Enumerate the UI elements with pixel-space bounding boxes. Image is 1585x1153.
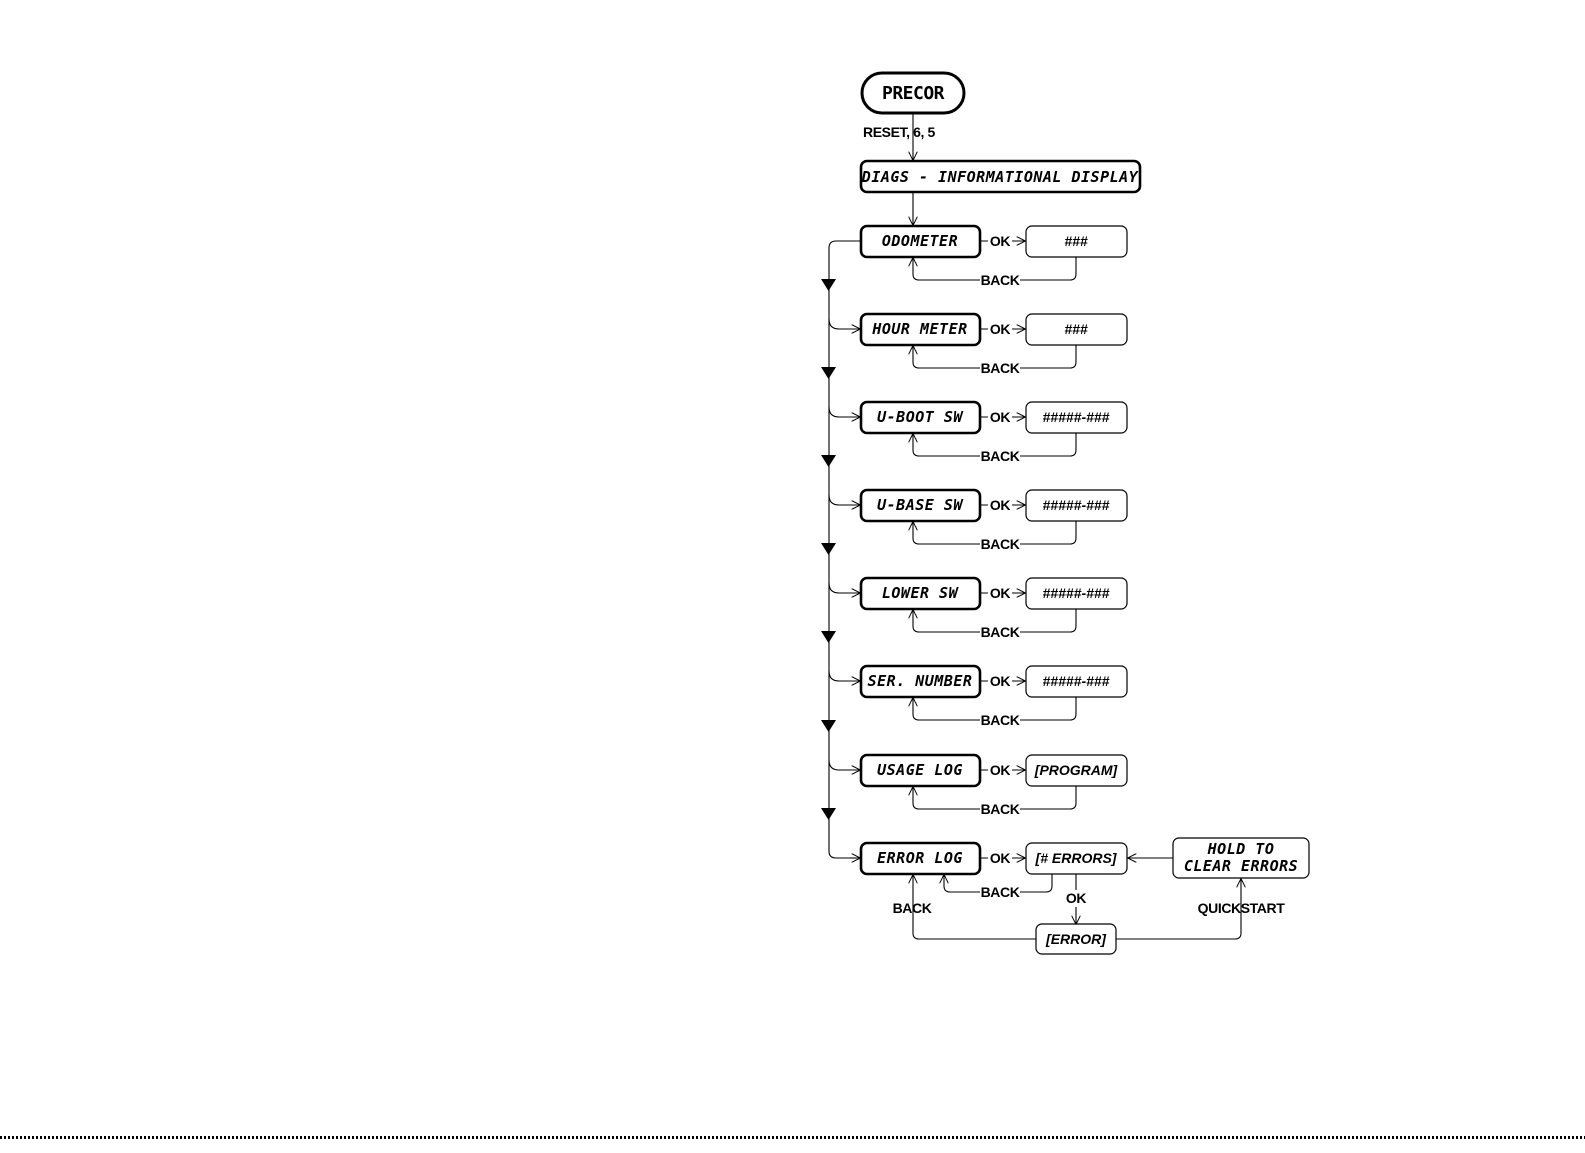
ok-label-bg — [988, 320, 1012, 337]
inner-back-label: BACK — [981, 884, 1020, 900]
ok-label: OK — [990, 762, 1010, 778]
value-text: [PROGRAM] — [1034, 762, 1119, 778]
hold-to-clear-line2: CLEAR ERRORS — [1184, 857, 1298, 875]
ok-down-label-bg — [1062, 890, 1090, 907]
entry-label: RESET, 6, 5 — [863, 124, 935, 140]
row-5: SER. NUMBER OK #####-### BACK — [821, 664, 1128, 732]
value-text: #####-### — [1043, 673, 1110, 689]
ok-label-bg — [988, 496, 1012, 513]
row-4: LOWER SW OK #####-### BACK — [821, 576, 1128, 643]
back-label-bg — [980, 801, 1020, 817]
ok-label: OK — [990, 233, 1010, 249]
back-label: BACK — [981, 712, 1020, 728]
back-label: BACK — [981, 624, 1020, 640]
hold-to-clear-line1: HOLD TO — [1207, 840, 1275, 858]
value-text: #####-### — [1043, 585, 1110, 601]
menu-spine — [828, 240, 861, 859]
back-label: BACK — [981, 360, 1020, 376]
quickstart-label: QUICKSTART — [1198, 900, 1286, 916]
back-label-bg — [980, 712, 1020, 728]
back-label: BACK — [981, 272, 1020, 288]
outer-back-label: BACK — [893, 900, 932, 916]
bottom-edge-line — [0, 1136, 1585, 1139]
value-text: #####-### — [1043, 409, 1110, 425]
spine-down-triangle — [821, 279, 836, 291]
spine-down-triangle — [821, 455, 836, 467]
row-1: HOUR METER OK ### BACK — [821, 312, 1128, 379]
title-box — [859, 159, 1142, 194]
back-label: BACK — [981, 536, 1020, 552]
row-6: USAGE LOG OK [PROGRAM] BACK — [821, 753, 1128, 820]
menu-item-label: U-BOOT SW — [877, 408, 964, 426]
back-label: BACK — [981, 448, 1020, 464]
back-label-bg — [980, 360, 1020, 376]
row-3: U-BASE SW OK #####-### BACK — [821, 488, 1128, 555]
ok-label-bg — [988, 584, 1012, 601]
row-0: ODOMETER OK ### BACK — [821, 224, 1128, 291]
spine-branch-arrow — [828, 759, 860, 770]
spine-down-triangle — [821, 808, 836, 820]
start-node-label: PRECOR — [882, 83, 945, 104]
ok-label: OK — [990, 409, 1010, 425]
ok-label-bg — [988, 672, 1012, 689]
ok-label-bg — [988, 408, 1012, 425]
menu-item-label: U-BASE SW — [877, 496, 964, 514]
back-label-bg — [980, 448, 1020, 464]
spine-branch-arrow — [828, 318, 860, 329]
back-label-bg — [980, 272, 1020, 288]
spine-branch-arrow — [828, 582, 860, 593]
ok-label-bg — [988, 849, 1012, 866]
back-label: BACK — [981, 801, 1020, 817]
ok-label: OK — [990, 673, 1010, 689]
back-label-bg — [980, 624, 1020, 640]
row-2: U-BOOT SW OK #####-### BACK — [821, 400, 1128, 467]
ok-label-bg — [988, 232, 1012, 249]
spine-down-triangle — [821, 720, 836, 732]
menu-item-label: ODOMETER — [882, 232, 958, 250]
inner-back-label-bg — [980, 884, 1020, 900]
value-text: #####-### — [1043, 497, 1110, 513]
ok-label: OK — [990, 585, 1010, 601]
ok-label-bg — [988, 761, 1012, 778]
value-text: ### — [1064, 321, 1088, 337]
ok-label: OK — [990, 321, 1010, 337]
value-text: ### — [1064, 233, 1088, 249]
ok-down-label: OK — [1066, 890, 1086, 906]
back-label-bg — [980, 536, 1020, 552]
spine-branch-arrow — [828, 670, 860, 681]
menu-item-label: HOUR METER — [871, 320, 967, 338]
menu-item-label: SER. NUMBER — [868, 672, 973, 690]
spine-branch-arrow — [828, 494, 860, 505]
start-node — [860, 71, 966, 115]
menu-item-label: LOWER SW — [882, 584, 960, 602]
ok-label: OK — [990, 497, 1010, 513]
outer-back-path — [913, 875, 1036, 940]
error-box-text: [ERROR] — [1045, 931, 1107, 947]
menu-item-label: USAGE LOG — [877, 761, 963, 779]
spine-down-triangle — [821, 367, 836, 379]
error-count-text: [# ERRORS] — [1035, 850, 1118, 866]
ok-label: OK — [990, 850, 1010, 866]
error-log-label: ERROR LOG — [877, 849, 963, 867]
spine-down-triangle — [821, 543, 836, 555]
row-error-log: ERROR LOG OK [# ERRORS] BACK OK [ERROR] … — [850, 837, 1310, 955]
title-box-label: DIAGS - INFORMATIONAL DISPLAY — [861, 168, 1139, 186]
quickstart-path — [1116, 879, 1241, 940]
spine-branch-arrow — [828, 406, 860, 417]
spine-down-triangle — [821, 631, 836, 643]
